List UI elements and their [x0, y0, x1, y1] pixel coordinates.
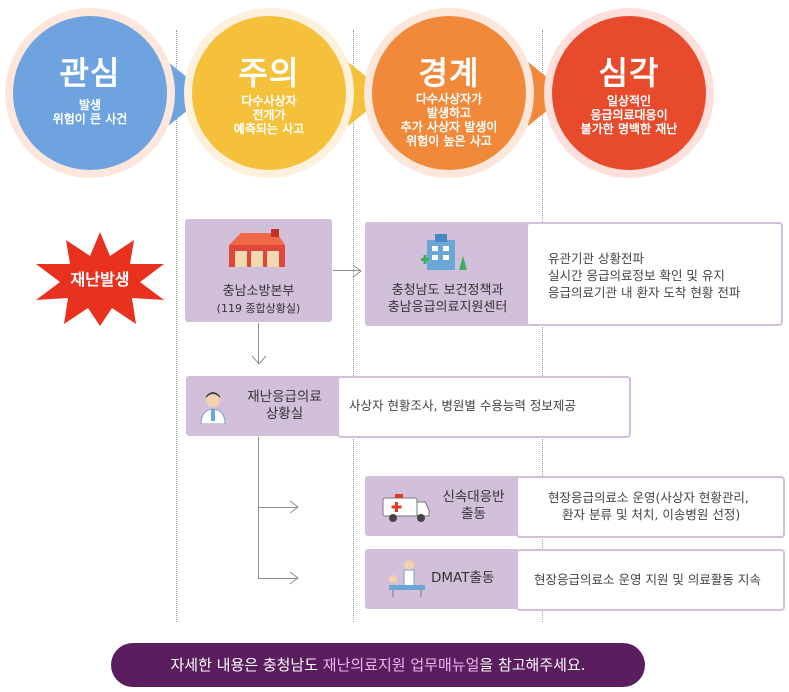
- footer-banner: 자세한 내용은 충청남도 재난의료지원 업무매뉴얼을 참고해주세요.: [111, 643, 645, 687]
- rapid-team-details: 현장응급의료소 운영(사상자 현황관리, 환자 분류 및 처치, 이송병원 선정…: [516, 476, 785, 538]
- disaster-room-details: 사상자 현황조사, 병원별 수용능력 정보제공: [337, 376, 631, 438]
- disaster-badge: 재난발생: [70, 270, 130, 289]
- connector: [258, 323, 259, 363]
- rapid-team-label: 신속대응반 출동: [442, 489, 505, 522]
- level-title: 심각: [598, 54, 660, 92]
- connector: [258, 507, 298, 508]
- level-title: 주의: [238, 54, 300, 92]
- hospital-icon: [421, 234, 467, 270]
- medical-team-icon: [389, 560, 425, 597]
- level-title: 경계: [418, 54, 480, 92]
- disaster-room-box: 재난응급의료 상황실: [186, 376, 341, 436]
- connector: [258, 578, 298, 579]
- fire-hq-label: 충남소방본부 (119 종합상황실): [216, 284, 301, 315]
- connector: [333, 270, 361, 271]
- arrow-icon: [289, 571, 299, 585]
- arrow-icon: [352, 264, 362, 278]
- column-divider: [353, 30, 354, 622]
- rapid-team-box: 신속대응반 출동: [365, 476, 520, 536]
- column-divider: [542, 30, 543, 622]
- dmat-label: DMAT출동: [431, 570, 495, 586]
- level-title: 관심: [59, 54, 121, 92]
- dmat-details: 현장응급의료소 운영 지원 및 의료활동 지속: [516, 549, 785, 611]
- health-center-label: 충청남도 보건정책과 충남응급의료지원센터: [387, 283, 508, 315]
- disaster-room-label: 재난응급의료 상황실: [247, 389, 322, 422]
- burst-icon: [36, 232, 164, 326]
- arrow-icon: [289, 500, 299, 514]
- dmat-box: DMAT출동: [365, 549, 520, 609]
- arrow-icon: [251, 355, 267, 365]
- fire-hq-box: 충남소방본부 (119 종합상황실): [185, 219, 332, 322]
- column-divider: [176, 30, 177, 622]
- fire-station-icon: [229, 229, 285, 267]
- manual-link: 재난의료지원 업무매뉴얼: [322, 656, 480, 674]
- doctor-icon: [200, 392, 226, 424]
- health-center-details: 유관기관 상황전파 실시간 응급의료정보 확인 및 유지 응급의료기관 내 환자…: [526, 222, 783, 326]
- health-center-box: 충청남도 보건정책과 충남응급의료지원센터: [365, 222, 530, 326]
- ambulance-icon: [382, 494, 430, 522]
